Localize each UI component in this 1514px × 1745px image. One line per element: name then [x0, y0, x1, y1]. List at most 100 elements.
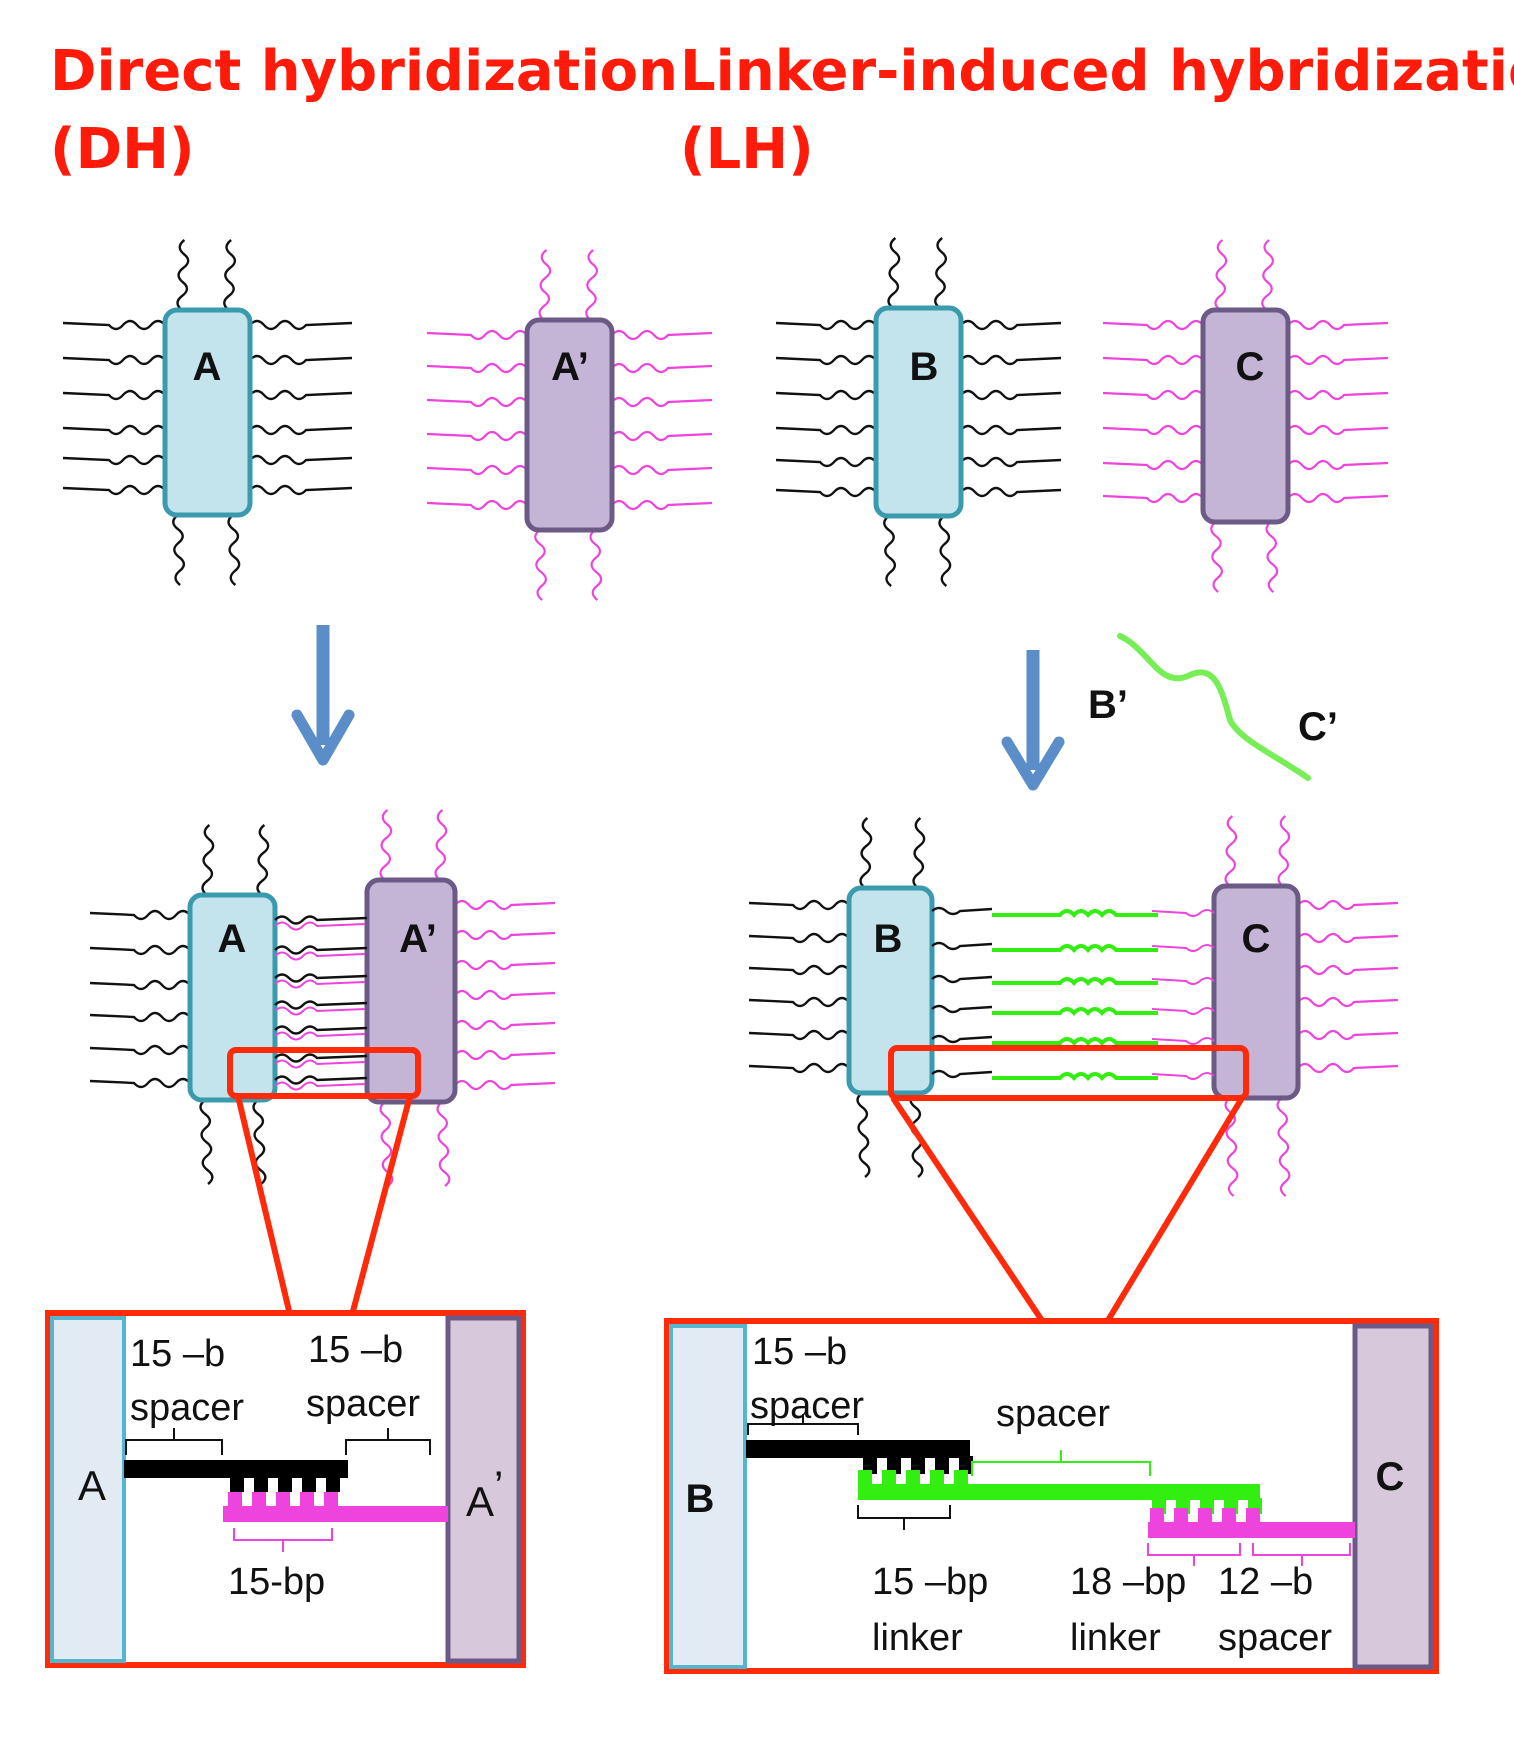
- dna-strand: [611, 329, 713, 341]
- dna-strand: [1102, 389, 1204, 401]
- dna-strand: [256, 824, 270, 896]
- dna-strand: [1151, 977, 1215, 985]
- dh-left-spacer-label: spacer: [130, 1387, 244, 1429]
- dna-strand: [274, 1025, 368, 1035]
- dh-detail-box: A A ’ 15 –b spacer 15 –b spacer 15-bp: [45, 1310, 526, 1668]
- dna-strand: [960, 319, 1062, 331]
- lh-b-spacer-label: spacer: [750, 1385, 864, 1427]
- dna-strand: [89, 944, 191, 956]
- lh-title-abbrev: (LH): [680, 117, 814, 182]
- dna-strand: [249, 454, 353, 466]
- dna-strand: [859, 817, 873, 889]
- particle-a-prime-label: A’: [551, 345, 589, 389]
- dna-strand: [249, 389, 353, 401]
- base-pair: [911, 1456, 925, 1474]
- dna-strand: [249, 319, 353, 331]
- lh-b-spacer-bracket: [747, 1414, 859, 1435]
- dna-strand: [611, 499, 713, 511]
- base-pair: [959, 1456, 973, 1474]
- dna-strand: [960, 456, 1062, 468]
- particle-a-prime-strands: [426, 249, 713, 601]
- lh-mid-spacer-label: spacer: [996, 1393, 1110, 1435]
- dna-strand: [938, 515, 952, 587]
- dh-dimer-a-prime-label: A’: [399, 917, 437, 961]
- dna-strand: [1261, 239, 1274, 311]
- particle-c-label: C: [1236, 345, 1265, 389]
- dna-strand: [274, 1031, 366, 1041]
- lh-dimer-b-label: B: [874, 917, 903, 961]
- dna-strand: [1297, 1029, 1399, 1041]
- dna-strand: [775, 456, 877, 468]
- dna-strand: [589, 529, 603, 601]
- dna-strand: [274, 1006, 366, 1016]
- dh-detail-prime-mark: ’: [494, 1462, 503, 1509]
- dna-strand: [454, 959, 556, 971]
- dna-strand: [1287, 319, 1389, 331]
- dna-strand: [1102, 354, 1204, 366]
- particle-b-strands: [775, 237, 1062, 587]
- dna-strand: [1214, 239, 1228, 311]
- lh-black-teeth: [863, 1456, 973, 1474]
- base-pair: [276, 1492, 290, 1508]
- dna-strand: [748, 1029, 850, 1041]
- linker-strand: [992, 1037, 1158, 1047]
- lh-detail-b-label: B: [686, 1477, 715, 1521]
- dna-strand: [1151, 909, 1215, 917]
- base-pair: [858, 1470, 872, 1486]
- linker-strand: [992, 1072, 1158, 1082]
- dna-strand: [748, 899, 850, 911]
- dna-strand: [426, 396, 528, 408]
- dna-strand: [89, 979, 191, 991]
- dna-strand: [227, 514, 241, 586]
- dh-detail-a-label: A: [78, 1462, 106, 1509]
- dna-strand: [1297, 996, 1399, 1008]
- dna-strand: [274, 951, 366, 961]
- particle-a: [162, 307, 253, 518]
- base-pair: [324, 1492, 338, 1508]
- particle-a-strands: [62, 239, 353, 586]
- dna-strand: [931, 941, 993, 951]
- lh-dimer-c-strands: [1224, 815, 1399, 1197]
- dna-strand: [887, 237, 901, 309]
- lh-linker18-length: 18 –bp: [1070, 1561, 1186, 1603]
- dna-strand: [748, 932, 850, 944]
- dna-strand: [426, 329, 528, 341]
- dna-strand: [931, 906, 993, 916]
- base-pair: [252, 1492, 266, 1508]
- dna-strand: [249, 354, 353, 366]
- dna-strand: [1265, 521, 1279, 593]
- dna-strand: [534, 529, 547, 601]
- base-pair: [278, 1476, 292, 1492]
- linker-strand: [992, 944, 1158, 954]
- dna-strand: [775, 424, 877, 436]
- lh-c-spacer-label: spacer: [1218, 1617, 1332, 1659]
- lh-linker18-label: linker: [1070, 1617, 1161, 1659]
- dna-strand: [960, 354, 1062, 366]
- dna-strand: [426, 362, 528, 374]
- linker-strand: [992, 1007, 1158, 1017]
- lh-pink-teeth: [1150, 1508, 1260, 1524]
- dna-strand: [611, 362, 713, 374]
- dna-strand: [274, 915, 368, 925]
- base-pair: [230, 1476, 244, 1492]
- dna-strand: [1102, 424, 1204, 436]
- dna-strand: [223, 239, 237, 311]
- base-pair: [326, 1476, 340, 1492]
- dna-strand: [1287, 459, 1389, 471]
- dna-strand: [1102, 492, 1204, 504]
- dna-strand: [434, 809, 448, 881]
- dna-strand: [379, 809, 393, 881]
- lh-linker15-bracket: [857, 1505, 951, 1530]
- particle-a-prime-group: A’: [426, 249, 713, 601]
- dna-strand: [176, 239, 190, 311]
- dna-strand: [1287, 424, 1389, 436]
- dna-strand: [960, 486, 1062, 498]
- lh-black-strand: [746, 1440, 970, 1458]
- dh-arrow: [291, 625, 355, 766]
- dh-dimer-a-label: A: [218, 917, 247, 961]
- dna-strand: [249, 424, 353, 436]
- particle-a-label: A: [193, 345, 222, 389]
- dna-strand: [274, 1053, 368, 1063]
- linker-strand: [1117, 633, 1311, 781]
- dna-strand: [436, 1101, 451, 1187]
